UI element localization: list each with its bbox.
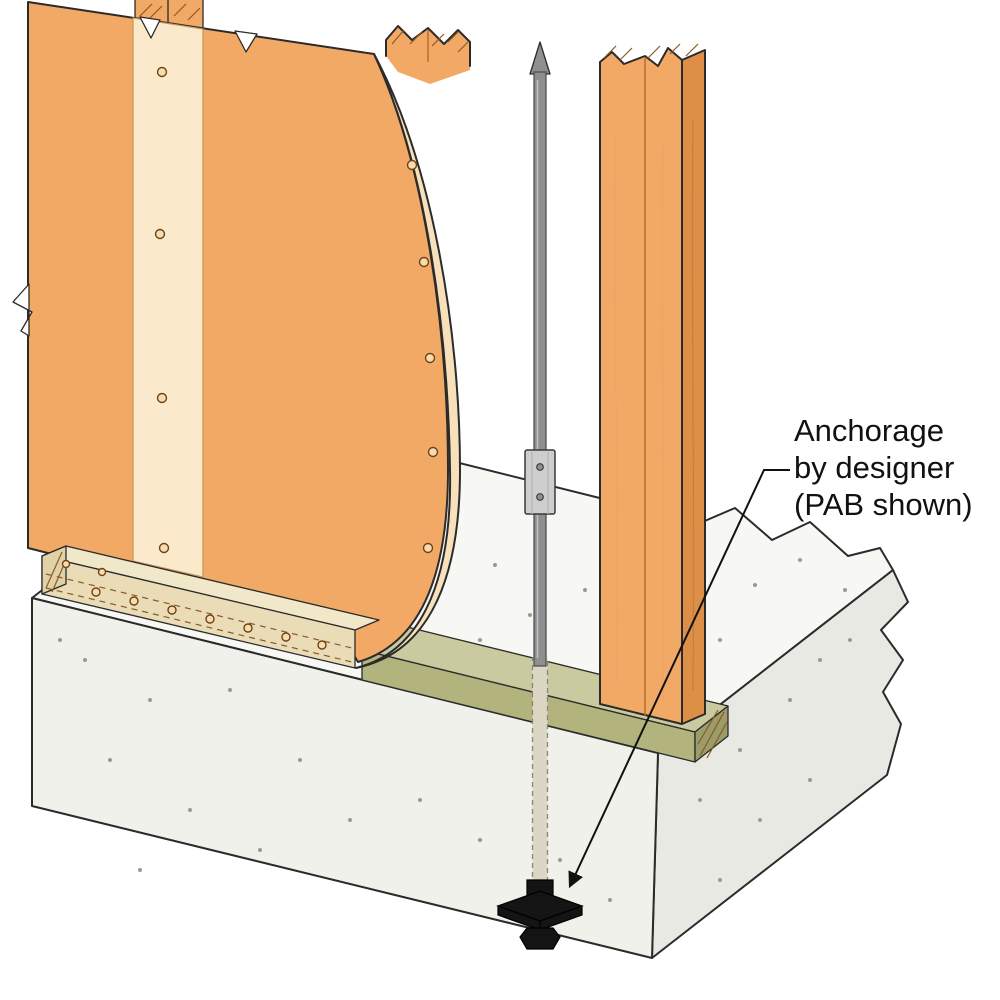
hidden-rod-in-concrete [531,657,549,893]
nail [205,614,215,624]
pab-anchor-bolt [496,879,584,950]
anchor-bottom-nut [519,927,561,950]
break-mark-top-2 [234,30,258,53]
end-post-front-face [599,47,683,725]
nail [156,392,168,404]
chord-stud-top-outline [385,25,471,67]
annotation-line-1: Anchorage [794,413,944,448]
rod-break-tip [529,41,551,75]
coupler-witness-hole [536,463,544,471]
annotation: Anchorage by designer (PAB shown) [568,413,973,889]
anchor-rod [524,41,556,667]
hidden-stud-grain-hatch [139,3,201,21]
hidden-stud-ghost-strip [132,17,204,578]
anchor-plate-right-side [539,905,583,931]
nail [281,632,291,642]
break-mark-left-edge [12,283,33,337]
chord-stud-grain-hatch [391,29,469,53]
nail [158,542,170,554]
coupler-nut [524,449,556,515]
annotation-line-2: by designer [794,450,954,485]
end-post-top-grain-hatch [603,43,699,61]
chord-stud-tops [385,25,471,84]
coupler-witness-hole [536,493,544,501]
nail [317,640,327,650]
concrete-right-face [651,569,909,959]
end-post-studs [599,43,706,725]
wood-grain-line-side [691,119,695,691]
stipple-dots [58,558,852,902]
nail [167,605,177,615]
bottom-plate-hidden-lines [45,573,353,663]
coupler-body [524,449,556,515]
wall-sheathing [12,1,461,669]
rod-shaft [533,71,547,667]
nail [418,256,430,268]
leader-line [568,469,790,889]
annotation-line-3: (PAB shown) [794,487,973,522]
sheathing-curl-back [355,53,461,669]
nail [422,542,434,554]
wood-grain-lines [614,129,665,701]
nail [156,66,168,78]
nail [129,596,139,606]
nail [427,446,439,458]
break-mark-top-1 [139,16,161,39]
nail [243,623,253,633]
mudsill-end-grain-hatch [697,709,728,759]
nail [406,159,418,171]
nail [91,587,101,597]
embedded-anchor-rod [496,657,584,950]
nail [97,567,107,577]
nail [154,228,166,240]
bottom-plate [41,545,380,669]
nail [61,559,71,569]
nail [424,352,436,364]
